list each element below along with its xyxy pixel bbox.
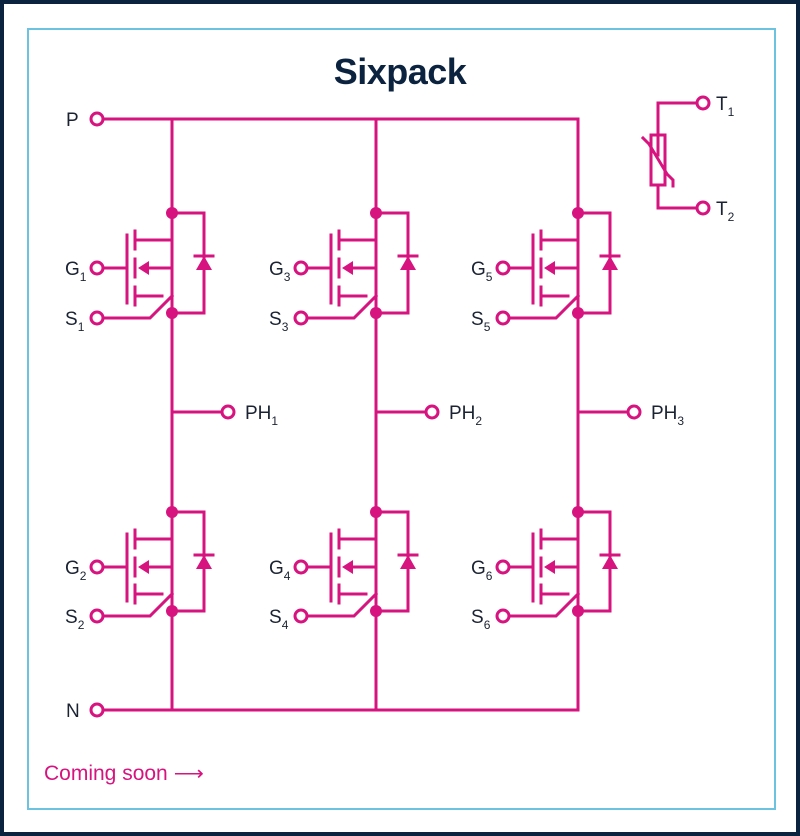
t1-label: T1 — [716, 94, 735, 119]
diode-icon — [196, 555, 212, 569]
t2-terminal — [695, 200, 711, 216]
junction-dot — [572, 207, 584, 219]
junction-dot — [572, 605, 584, 617]
t2-label: T2 — [716, 199, 735, 224]
mosfet-arrow-icon — [342, 560, 353, 574]
junction-dot — [572, 506, 584, 518]
p-label: P — [66, 110, 79, 131]
phase-terminal — [424, 404, 440, 420]
junction-dot — [370, 307, 382, 319]
gate-label: G1 — [65, 259, 87, 284]
inner-frame — [27, 28, 776, 810]
gate-terminal — [293, 260, 309, 276]
source-terminal — [293, 310, 309, 326]
junction-dot — [166, 207, 178, 219]
diode-icon — [400, 256, 416, 270]
gate-terminal — [495, 559, 511, 575]
gate-label: G6 — [471, 558, 493, 583]
junction-dot — [370, 605, 382, 617]
mosfet-arrow-icon — [544, 560, 555, 574]
source-terminal — [495, 310, 511, 326]
junction-dot — [166, 506, 178, 518]
gate-label: G2 — [65, 558, 87, 583]
mosfet-arrow-icon — [138, 261, 149, 275]
junction-dot — [572, 307, 584, 319]
gate-terminal — [89, 260, 105, 276]
phase-terminal — [220, 404, 236, 420]
diode-icon — [602, 256, 618, 270]
source-label: S4 — [269, 607, 289, 632]
phase-label: PH1 — [245, 403, 278, 428]
diode-icon — [196, 256, 212, 270]
source-label: S2 — [65, 607, 85, 632]
mosfet-arrow-icon — [342, 261, 353, 275]
source-label: S6 — [471, 607, 491, 632]
diode-icon — [602, 555, 618, 569]
n-rail: N — [66, 701, 580, 722]
arrow-right-icon: ⟶ — [174, 762, 204, 785]
gate-terminal — [293, 559, 309, 575]
p-rail: P — [66, 110, 580, 131]
source-terminal — [293, 608, 309, 624]
ntc-thermistor: T1 T2 — [640, 94, 735, 224]
diode-icon — [400, 555, 416, 569]
junction-dot — [166, 605, 178, 617]
junction-dot — [166, 307, 178, 319]
source-terminal — [495, 608, 511, 624]
gate-label: G4 — [269, 558, 291, 583]
source-terminal — [89, 608, 105, 624]
junction-dot — [370, 506, 382, 518]
phase-label: PH3 — [651, 403, 684, 428]
thermistor-slash — [640, 135, 675, 188]
phase-terminal — [626, 404, 642, 420]
source-terminal — [89, 310, 105, 326]
source-label: S5 — [471, 309, 491, 334]
t1-terminal — [695, 95, 711, 111]
gate-label: G5 — [471, 259, 493, 284]
gate-terminal — [495, 260, 511, 276]
diagram-title: Sixpack — [334, 51, 468, 92]
phase-label: PH2 — [449, 403, 482, 428]
mosfet-arrow-icon — [138, 560, 149, 574]
source-label: S3 — [269, 309, 289, 334]
coming-soon-link[interactable]: Coming soon⟶ — [44, 762, 204, 785]
p-terminal — [89, 111, 105, 127]
gate-terminal — [89, 559, 105, 575]
mosfet-arrow-icon — [544, 261, 555, 275]
gate-label: G3 — [269, 259, 291, 284]
n-terminal — [89, 702, 105, 718]
n-label: N — [66, 701, 80, 722]
source-label: S1 — [65, 309, 85, 334]
junction-dot — [370, 207, 382, 219]
